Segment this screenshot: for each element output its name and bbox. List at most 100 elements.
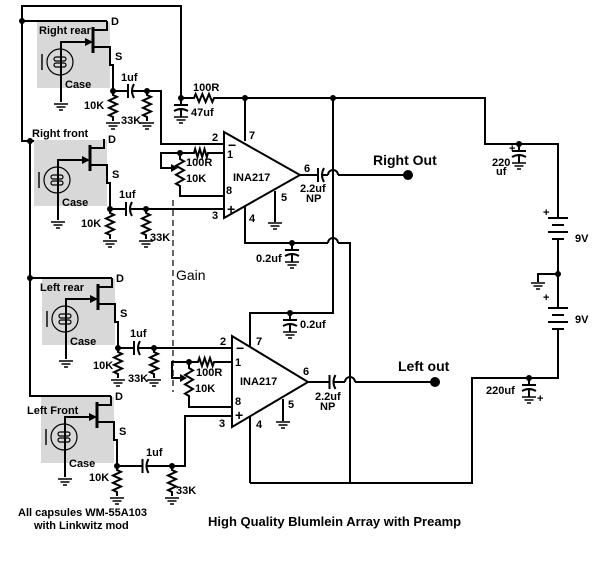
gate-arrow-icon — [89, 413, 97, 421]
junction-dot — [526, 375, 532, 381]
ground-icon — [174, 116, 188, 124]
case-label: Case — [62, 197, 88, 209]
capacitor-icon — [173, 100, 189, 117]
drain-label: D — [111, 16, 119, 28]
wires — [19, 5, 568, 505]
inverting-sign: − — [236, 340, 244, 356]
preamp-right: INA217 2 1 8 3 7 6 5 4 − + 100R 10K 2.2u… — [186, 130, 437, 265]
capsule-right-front: Right front D S Case — [32, 128, 119, 229]
bulk-cap-bottom-label: 220uf — [486, 385, 515, 397]
pin-7: 7 — [256, 336, 262, 348]
ground-icon — [285, 261, 299, 269]
capacitor-icon — [282, 315, 298, 332]
wire — [218, 97, 559, 218]
pin-8: 8 — [235, 396, 241, 408]
capacitor-icon — [118, 340, 154, 356]
ground-icon — [59, 360, 73, 368]
pin-3: 3 — [219, 418, 225, 430]
battery-top-label: 9V — [575, 233, 589, 245]
wire — [171, 361, 189, 379]
junction-dot — [516, 141, 522, 147]
supply-resistor-label: 100R — [193, 82, 219, 94]
ground-icon — [165, 497, 179, 505]
capsule-name: Left rear — [40, 282, 85, 294]
drain-label: D — [116, 273, 124, 285]
pin-5: 5 — [281, 192, 287, 204]
pin-8: 8 — [226, 185, 232, 197]
pin-4: 4 — [256, 419, 263, 431]
pin-5: 5 — [288, 399, 294, 411]
ground-icon — [110, 497, 124, 505]
ground-icon — [531, 282, 545, 290]
battery-bottom-label: 9V — [575, 314, 589, 326]
case-label: Case — [70, 336, 96, 348]
output-label: Right Out — [373, 152, 437, 168]
r-source-label: 10K — [93, 360, 113, 372]
wire-crossover — [344, 376, 356, 383]
wiper-arrow-icon — [171, 164, 178, 172]
capacitor-icon — [113, 83, 147, 99]
source-label: S — [119, 426, 126, 438]
output-cap-label: 2.2uf — [300, 183, 326, 195]
bulk-cap-bottom-plus: + — [537, 393, 543, 405]
junction-dot — [403, 170, 413, 180]
pin-1: 1 — [227, 149, 233, 161]
ground-icon — [139, 240, 153, 248]
jfet-leads — [90, 139, 111, 209]
ground-icon — [140, 122, 154, 130]
wire — [172, 415, 232, 467]
bypass-cap-label: 0.2uf — [256, 253, 282, 265]
ground-icon — [512, 162, 526, 170]
wire — [250, 329, 559, 484]
chip-label: INA217 — [233, 172, 270, 184]
battery-icon — [548, 307, 568, 330]
ground-icon — [522, 396, 536, 404]
wiper-arrow-icon — [180, 374, 187, 382]
capsule-name: Right rear — [39, 25, 92, 37]
drain-label: D — [115, 391, 123, 403]
pin-2: 2 — [212, 132, 218, 144]
gate-arrow-icon — [82, 156, 90, 164]
pin-6: 6 — [304, 163, 310, 175]
resistor-icon — [110, 466, 124, 496]
r-source-label: 10K — [84, 100, 104, 112]
resistor-icon — [194, 354, 218, 370]
bulk-cap-top-unit: uf — [496, 166, 507, 178]
output-cap-label: 2.2uf — [315, 391, 341, 403]
r-bias-label: 33K — [128, 373, 148, 385]
output-cap-np: NP — [320, 401, 335, 413]
coupling-cap-label: 1uf — [146, 447, 163, 459]
r-bias-label: 33K — [121, 115, 141, 127]
resistor-icon — [147, 348, 161, 378]
gain-pot-label: 10K — [186, 173, 206, 185]
jfet-leads — [98, 278, 119, 348]
gate-arrow-icon — [90, 295, 98, 303]
r-source-label: 10K — [89, 472, 109, 484]
wire — [179, 190, 224, 197]
output-cap-np: NP — [306, 193, 321, 205]
bulk-cap-top-plus: + — [509, 143, 515, 155]
gate-wire — [60, 41, 87, 88]
capacitor-icon — [318, 374, 345, 390]
resistor-icon — [111, 348, 125, 378]
junction-dot — [289, 240, 295, 246]
wire — [147, 90, 224, 145]
resistor-icon — [140, 91, 154, 121]
r-bias-label: 33K — [150, 232, 170, 244]
ground-icon — [103, 240, 117, 248]
ina217-left-icon — [231, 334, 310, 429]
junction-dot — [19, 18, 25, 24]
pin-6: 6 — [303, 366, 309, 378]
drain-label: D — [108, 134, 116, 146]
battery-bottom-plus: + — [543, 292, 549, 304]
capacitor-icon — [312, 167, 328, 183]
ground-icon — [147, 379, 161, 387]
source-label: S — [120, 308, 127, 320]
capsule-left-rear: Left rear D S Case — [40, 273, 127, 368]
ground-icon — [106, 122, 120, 130]
wire — [244, 207, 328, 244]
capsule-right-rear: Right rear D S Case — [37, 16, 122, 111]
noninverting-sign: + — [227, 201, 235, 217]
capacitor-icon — [284, 245, 300, 262]
case-label: Case — [65, 79, 91, 91]
